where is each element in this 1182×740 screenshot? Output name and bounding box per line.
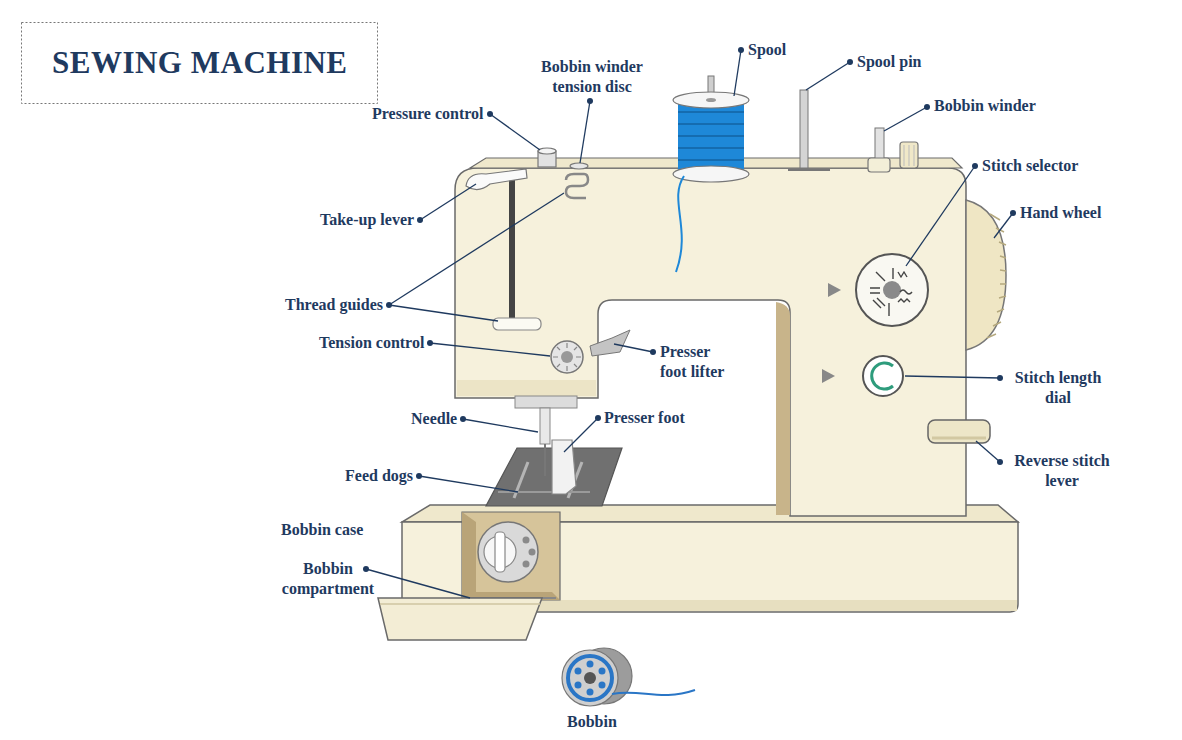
part-label: Stitch length dial (1006, 368, 1110, 408)
tension-dial (551, 341, 583, 373)
part-label: Reverse stitch lever (1004, 451, 1120, 491)
needle (544, 444, 546, 476)
leader-lines (366, 50, 1013, 598)
stitch-selector (856, 254, 928, 326)
part-label: Bobbin winder (934, 96, 1036, 116)
pressure-control-top (538, 148, 556, 154)
part-label: Presser foot lifter (660, 342, 734, 382)
bobbin-case-hole (529, 549, 536, 556)
part-label: Stitch selector (982, 156, 1078, 176)
bobbin-case (478, 522, 538, 582)
bobbin-compartment-cutout (462, 512, 560, 600)
part-label: Take-up lever (320, 210, 414, 230)
part-label: Spool (748, 40, 786, 60)
machine-body (455, 168, 966, 516)
spool-hole (706, 98, 716, 102)
cover-edge (380, 603, 540, 605)
stitch-selector-center (883, 281, 901, 299)
bobbin-hole (599, 668, 606, 675)
bobbin-hole (599, 682, 606, 689)
bobbin-case-hole (523, 537, 530, 544)
presser-foot (552, 440, 576, 494)
bobbin-winder-base (868, 158, 890, 172)
tension-dial-center (561, 351, 573, 363)
compartment-shadow (462, 512, 560, 600)
reverse-lever-shade (932, 437, 986, 440)
presser-foot-lifter (590, 330, 630, 356)
bobbin-thread (568, 656, 612, 700)
part-label: Feed dogs (345, 466, 413, 486)
tension-dial-ticks (553, 343, 581, 371)
take-up-lever (466, 169, 527, 190)
bobbin-hole (587, 661, 594, 668)
bobbin-winder-spindle (875, 128, 884, 160)
part-label: Bobbin winder tension disc (528, 57, 656, 97)
stitch-length-dial (863, 356, 903, 396)
spool-pin (800, 90, 808, 168)
spool-pin-base (788, 169, 830, 171)
bobbin-case-latch-bar (495, 532, 505, 572)
bobbin-hole (587, 689, 594, 696)
part-label: Spool pin (857, 52, 921, 72)
diagram-title: SEWING MACHINE (52, 45, 348, 81)
hand-wheel-ridges (987, 214, 1006, 338)
take-up-slot (509, 180, 515, 320)
selector-pointer (828, 283, 841, 297)
hand-wheel (966, 200, 1006, 350)
spool-flange (673, 166, 749, 182)
needle-clamp (515, 396, 577, 408)
thread-guide-hook (566, 174, 588, 198)
bobbin-winder-stop (900, 142, 918, 168)
tension-disc (570, 163, 588, 169)
bobbin-hub (584, 672, 596, 684)
reverse-lever (928, 420, 990, 443)
bobbin-hole (575, 682, 582, 689)
head-shadow (457, 380, 596, 396)
compartment-cover (378, 598, 542, 640)
bobbin-front (562, 650, 618, 706)
thread-tail (676, 176, 684, 272)
bobbin-thread-tail (612, 690, 695, 695)
bobbin-case-hole (523, 561, 530, 568)
part-label: Tension control (319, 333, 424, 353)
length-pointer (822, 369, 835, 383)
spool-flange (673, 92, 749, 108)
arch-shadow (776, 302, 790, 515)
part-label: Hand wheel (1020, 203, 1101, 223)
part-label: Thread guides (285, 295, 383, 315)
stitch-length-arc (872, 363, 893, 389)
part-label: Bobbin case (281, 520, 363, 540)
leader-dots (363, 47, 1016, 572)
stitch-symbols (870, 268, 912, 316)
title-frame (22, 23, 378, 104)
spool-thread (678, 100, 744, 172)
needle-bar (540, 408, 550, 444)
part-label: Pressure control (372, 104, 484, 124)
thread-guide (493, 318, 541, 330)
spool-thread-lines (678, 112, 744, 160)
part-label: Bobbin compartment (272, 559, 384, 599)
part-label: Presser foot (604, 408, 685, 428)
bobbin-hole (575, 668, 582, 675)
bobbin-winder-ridges (904, 145, 914, 166)
part-label: Needle (411, 409, 457, 429)
part-label: Bobbin (567, 712, 617, 732)
